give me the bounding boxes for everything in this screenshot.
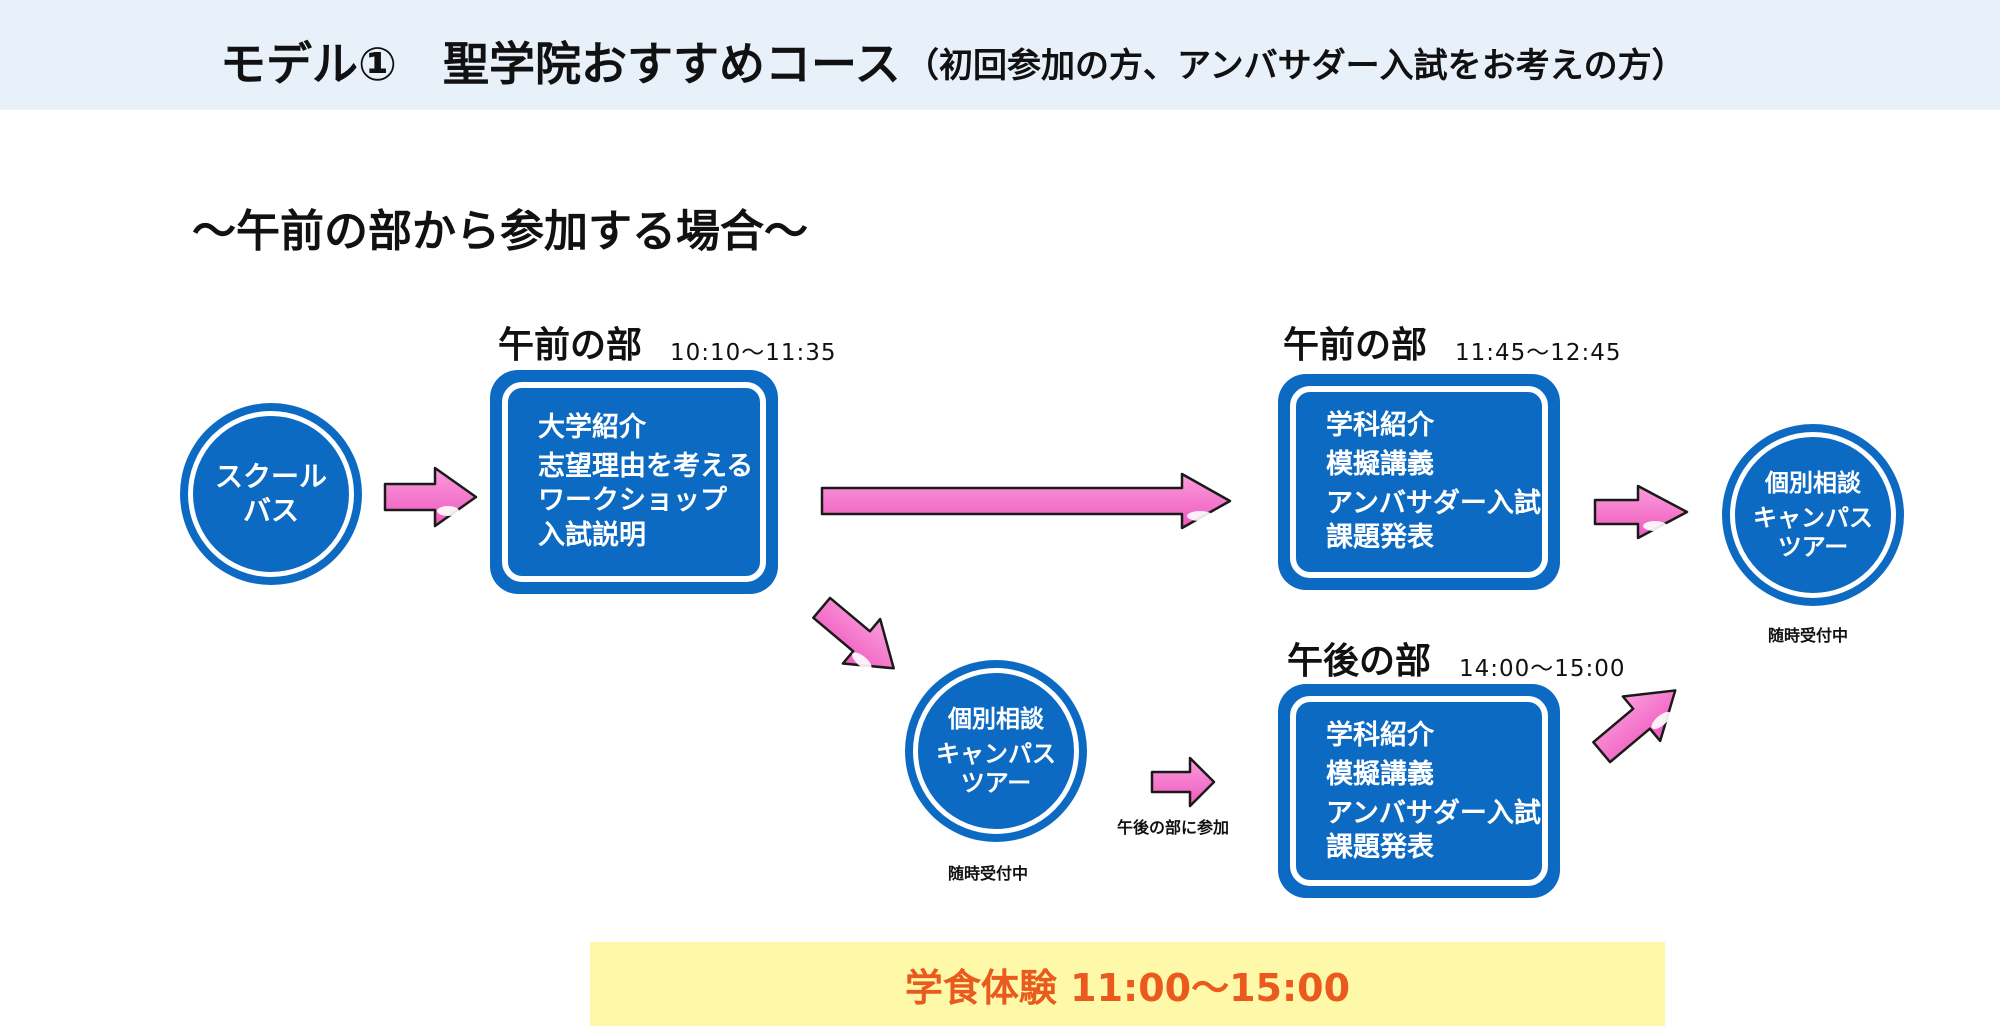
morning1-item: 大学紹介 — [538, 412, 646, 443]
consult-circle-mid: 個別相談 キャンパス ツアー — [905, 660, 1087, 842]
morning1-item: 志望理由を考える — [538, 451, 754, 482]
morning2-time: 11:45～12:45 — [1455, 340, 1622, 366]
arrow-morning2-to-consult — [1593, 484, 1689, 540]
consult-mid-note: 随時受付中 — [948, 864, 1029, 883]
bus-label-line1: スクール — [214, 460, 327, 493]
consult-mid-line: キャンパス — [936, 739, 1056, 768]
arrow-morning-to-consult — [812, 596, 895, 670]
consult-end-line: キャンパス — [1753, 503, 1873, 532]
consult-mid-line: ツアー — [960, 768, 1032, 797]
consult-end-line: ツアー — [1777, 532, 1849, 561]
cafeteria-banner: 学食体験 11:00～15:00 — [590, 942, 1665, 1026]
header-bar: モデル① 聖学院おすすめコース （初回参加の方、アンバサダー入試をお考えの方） — [0, 0, 2000, 110]
morning1-item: ワークショップ — [538, 485, 727, 516]
afternoon-item: 学科紹介 — [1326, 720, 1434, 751]
afternoon-time: 14:00～15:00 — [1459, 656, 1626, 682]
page-title: モデル① 聖学院おすすめコース — [220, 37, 901, 91]
morning1-title: 午前の部 — [498, 325, 643, 366]
consult-circle-end: 個別相談 キャンパス ツアー — [1722, 424, 1904, 606]
section-heading: ～午前の部から参加する場合～ — [192, 206, 808, 257]
arrow-afternoon-to-consult — [1592, 689, 1677, 764]
arrow-consult-to-afternoon — [1150, 756, 1216, 808]
afternoon-title: 午後の部 — [1287, 641, 1432, 682]
bus-label-line2: バス — [242, 494, 299, 527]
arrow-morning-to-morning2 — [820, 472, 1232, 530]
consult-mid-line: 個別相談 — [948, 704, 1044, 733]
page-subtitle: （初回参加の方、アンバサダー入試をお考えの方） — [905, 46, 1686, 86]
consult-end-note: 随時受付中 — [1768, 626, 1849, 645]
afternoon-item: 課題発表 — [1326, 832, 1434, 863]
morning1-box: 大学紹介 志望理由を考える ワークショップ 入試説明 — [490, 370, 778, 594]
morning1-item: 入試説明 — [538, 520, 646, 551]
arrow-bus-to-morning — [383, 466, 478, 528]
afternoon-item: 模擬講義 — [1326, 759, 1434, 790]
morning2-item: 模擬講義 — [1326, 449, 1434, 480]
consult-end-line: 個別相談 — [1765, 468, 1861, 497]
morning2-box: 学科紹介 模擬講義 アンバサダー入試 課題発表 — [1278, 374, 1560, 590]
morning2-item: 課題発表 — [1326, 522, 1434, 553]
morning2-item: アンバサダー入試 — [1326, 488, 1541, 519]
afternoon-item: アンバサダー入試 — [1326, 798, 1541, 829]
cafeteria-label: 学食体験 11:00～15:00 — [904, 965, 1351, 1010]
morning1-time: 10:10～11:35 — [670, 340, 837, 366]
morning2-title: 午前の部 — [1283, 325, 1428, 366]
morning2-item: 学科紹介 — [1326, 410, 1434, 441]
afternoon-box: 学科紹介 模擬講義 アンバサダー入試 課題発表 — [1278, 684, 1560, 898]
afternoon-join-note: 午後の部に参加 — [1117, 818, 1230, 837]
school-bus-circle: スクール バス — [180, 403, 362, 585]
